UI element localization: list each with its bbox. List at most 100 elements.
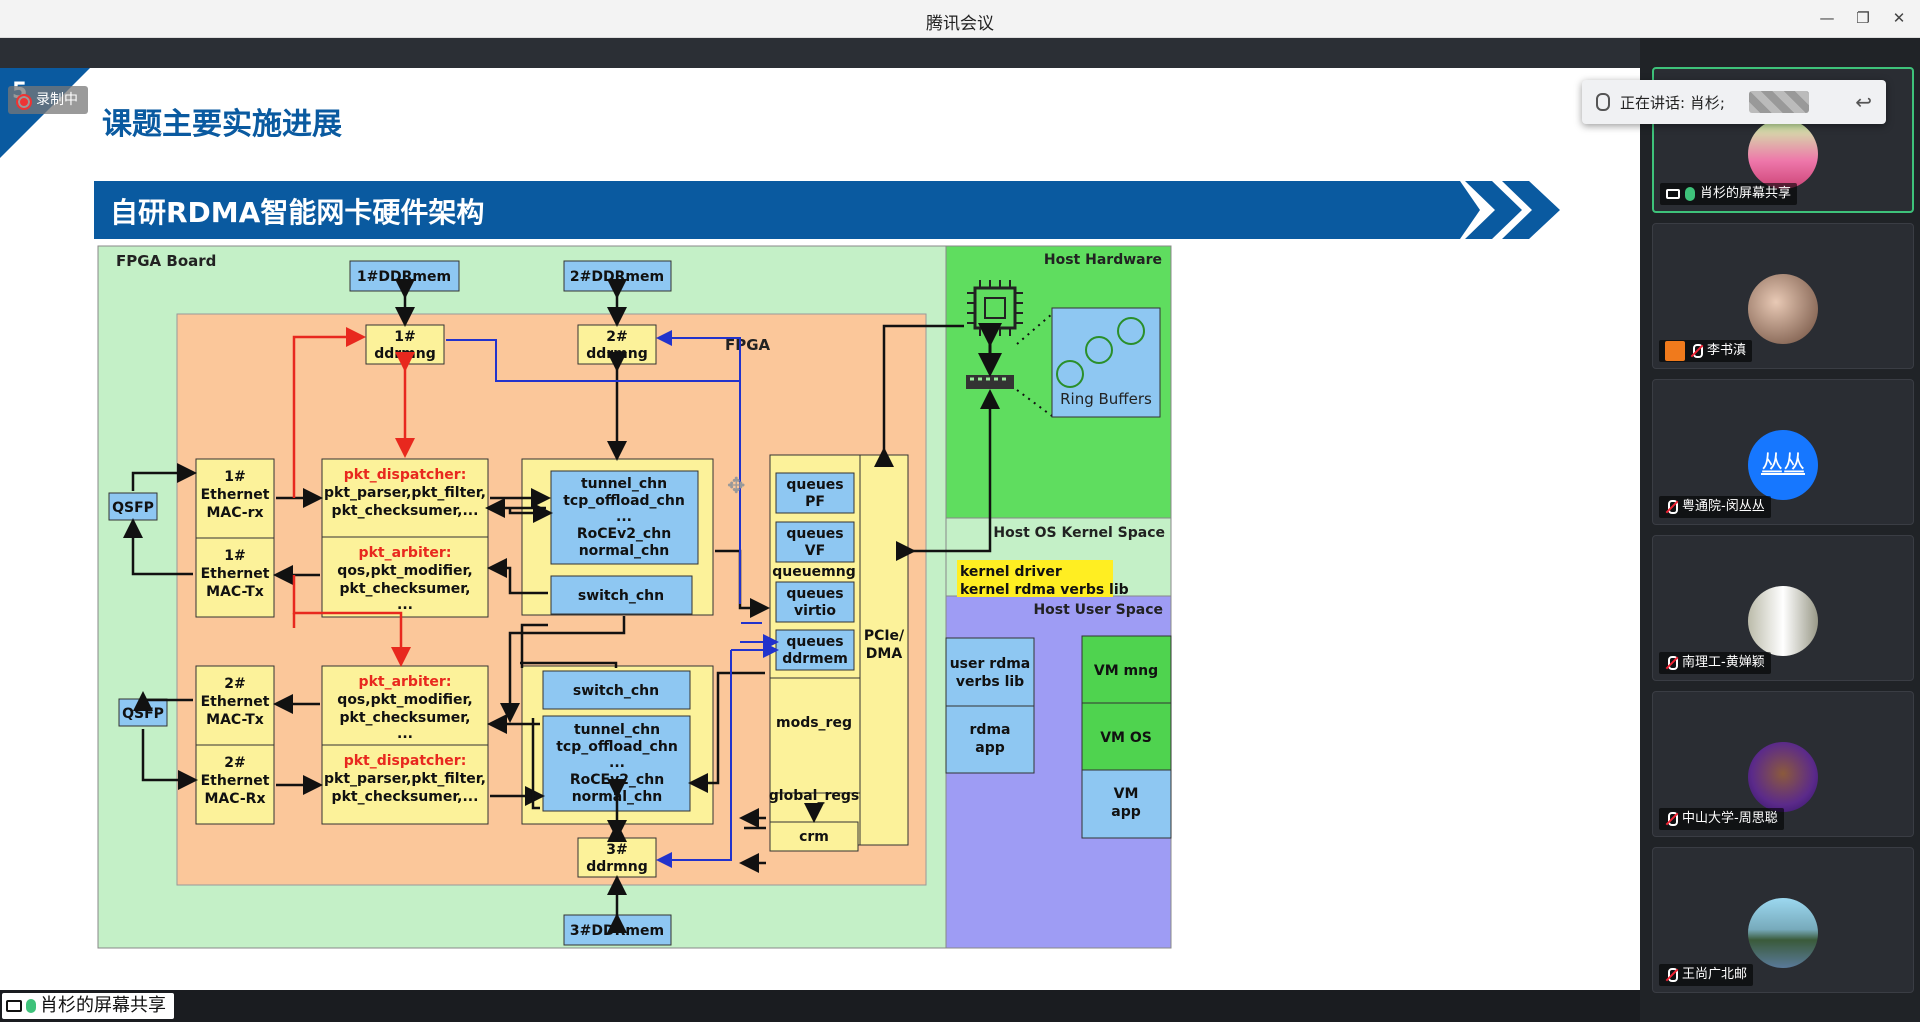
mac-2-tx-l1: 2#	[224, 676, 245, 692]
pkt-arbiter-1-l3: ...	[397, 597, 413, 613]
mic-off-icon	[1665, 812, 1678, 826]
pkt-arbiter-2-title: pkt_arbiter:	[359, 674, 452, 690]
banner-title: 自研RDMA智能网卡硬件架构	[110, 196, 484, 229]
tunnel-chn-1	[550, 470, 699, 565]
move-cursor-icon: ✥	[727, 474, 745, 499]
pcie-l1: PCIe/	[864, 628, 905, 644]
ddrmng-2-l1: 2#	[606, 329, 627, 345]
ddrmem-1	[349, 260, 460, 292]
user-rdma-l1: user rdma	[950, 656, 1031, 672]
reply-icon[interactable]: ↩	[1855, 90, 1872, 114]
participant-namebar: 王尚广北邮	[1659, 964, 1754, 986]
avatar	[1748, 274, 1818, 344]
avatar	[1748, 742, 1818, 812]
fpga-label: FPGA	[725, 336, 771, 354]
participant-name: 王尚广北邮	[1682, 967, 1748, 982]
ring-buffer-icons	[1056, 317, 1145, 388]
ddrmng-3-l2: ddrmng	[586, 859, 648, 875]
vm-app	[1081, 769, 1172, 839]
vm-os-label: VM OS	[1100, 730, 1152, 746]
kernel-driver-box	[957, 560, 1113, 597]
queues-ddrmem	[775, 629, 855, 671]
pkt-dispatcher-2-title: pkt_dispatcher:	[344, 753, 467, 769]
mac-1-tx-l3: MAC-Tx	[206, 584, 264, 600]
ddrmng-1-l1: 1#	[394, 329, 415, 345]
mic-off-icon	[1690, 344, 1703, 358]
participant-namebar: 中山大学-周思聪	[1659, 808, 1784, 830]
participant-namebar: 肖杉的屏幕共享	[1660, 183, 1798, 205]
participant-tile[interactable]: 中山大学-周思聪	[1652, 691, 1914, 837]
participant-name: 中山大学-周思聪	[1682, 811, 1778, 826]
pkt-arbiter-1-l2: pkt_checksumer,	[340, 581, 471, 597]
minimize-icon[interactable]: —	[1819, 9, 1835, 27]
speaker-avatars	[1748, 91, 1809, 113]
recording-indicator[interactable]: 录制中	[8, 86, 88, 114]
pkt-dispatcher-1-title: pkt_dispatcher:	[344, 467, 467, 483]
ddrmem-1-label: 1#DDRmem	[357, 269, 451, 285]
pkt-arbiter-2-l2: pkt_checksumer,	[340, 710, 471, 726]
vm-os	[1081, 702, 1172, 771]
avatar	[1748, 119, 1818, 189]
qsfp-2-label: QSFP	[122, 706, 164, 722]
participant-tile[interactable]: 丛丛 粤通院-闵丛丛	[1652, 379, 1914, 525]
mac-2-rx-l3: MAC-Rx	[205, 791, 266, 807]
queues-ddrmem-l1: queues	[786, 634, 843, 650]
rdma-app	[945, 705, 1035, 774]
participant-tile[interactable]: 李书滇	[1652, 223, 1914, 369]
close-icon[interactable]: ✕	[1892, 9, 1906, 27]
window-titlebar: 腾讯会议 — ❐ ✕	[0, 0, 1920, 38]
tunnel-2-l4: RoCEv2_chn	[570, 772, 664, 788]
fpga-board-label: FPGA Board	[116, 252, 216, 270]
slide: 5 课题主要实施进展 自研RDMA智能网卡硬件架构 FPGA Board FPG…	[0, 68, 1640, 990]
mac-2-rx-l1: 2#	[224, 755, 245, 771]
banner-chevron-1	[1465, 181, 1522, 239]
mic-off-icon	[1665, 500, 1678, 514]
mac-1-rx-l3: MAC-rx	[206, 505, 263, 521]
switch-1-label: switch_chn	[578, 588, 664, 604]
mac-1-rx-l2: Ethernet	[201, 487, 270, 503]
participant-tile[interactable]: 王尚广北邮	[1652, 847, 1914, 993]
queues-vf-l1: queues	[786, 526, 843, 542]
tunnel-1-l4: RoCEv2_chn	[577, 526, 671, 542]
restore-icon[interactable]: ❐	[1856, 9, 1870, 27]
kernel-l2: kernel rdma verbs lib	[960, 582, 1129, 598]
ddrmem-3-label: 3#DDRmem	[570, 923, 664, 939]
memory-icon	[966, 375, 1014, 389]
pkt-arbiter-2-l1: qos,pkt_modifier,	[337, 692, 472, 708]
avatar: 丛丛	[1748, 430, 1818, 500]
mic-on-icon	[26, 999, 36, 1013]
rdma-app-l1: rdma	[970, 722, 1011, 738]
participant-tile[interactable]: 南理工-黄婵颖	[1652, 535, 1914, 681]
crm-box	[769, 821, 859, 852]
participant-namebar: 粤通院-闵丛丛	[1659, 496, 1771, 518]
mac-1-rx	[195, 458, 275, 539]
pkt-arbiter-1-title: pkt_arbiter:	[359, 545, 452, 561]
vm-app-l1: VM	[1114, 786, 1139, 802]
queues-ddrmem-l2: ddrmem	[782, 651, 848, 667]
window-title: 腾讯会议	[926, 14, 994, 34]
queues-virtio-l1: queues	[786, 586, 843, 602]
participant-name: 肖杉的屏幕共享	[1700, 186, 1792, 201]
switch-chn-2	[542, 670, 691, 710]
slide-heading: 课题主要实施进展	[102, 107, 342, 142]
queues-vf-l2: VF	[805, 543, 825, 559]
queues-pf-l1: queues	[786, 477, 843, 493]
host-user-label: Host User Space	[1033, 602, 1163, 618]
queuemng-label: queuemng	[772, 564, 856, 580]
tunnel-2-l3: ...	[609, 755, 625, 771]
participant-name: 李书滇	[1707, 343, 1747, 358]
mac-2-rx-l2: Ethernet	[201, 773, 270, 789]
vm-app-l2: app	[1111, 804, 1141, 820]
kernel-l1: kernel driver	[960, 564, 1062, 580]
rdma-app-l2: app	[975, 740, 1005, 756]
pkt-dispatcher-1-l2: pkt_checksumer,...	[332, 503, 479, 519]
tunnel-2-l2: tcp_offload_chn	[556, 739, 678, 755]
mic-off-icon	[1665, 968, 1678, 982]
speaking-indicator: 正在讲话: 肖杉; ↩	[1582, 80, 1886, 124]
participant-name: 粤通院-闵丛丛	[1682, 499, 1765, 514]
recording-label: 录制中	[36, 92, 78, 108]
mac-2-tx-l2: Ethernet	[201, 694, 270, 710]
avatar	[1748, 586, 1818, 656]
tunnel-1-l3: ...	[616, 509, 632, 525]
ring-buffers	[1051, 307, 1161, 418]
